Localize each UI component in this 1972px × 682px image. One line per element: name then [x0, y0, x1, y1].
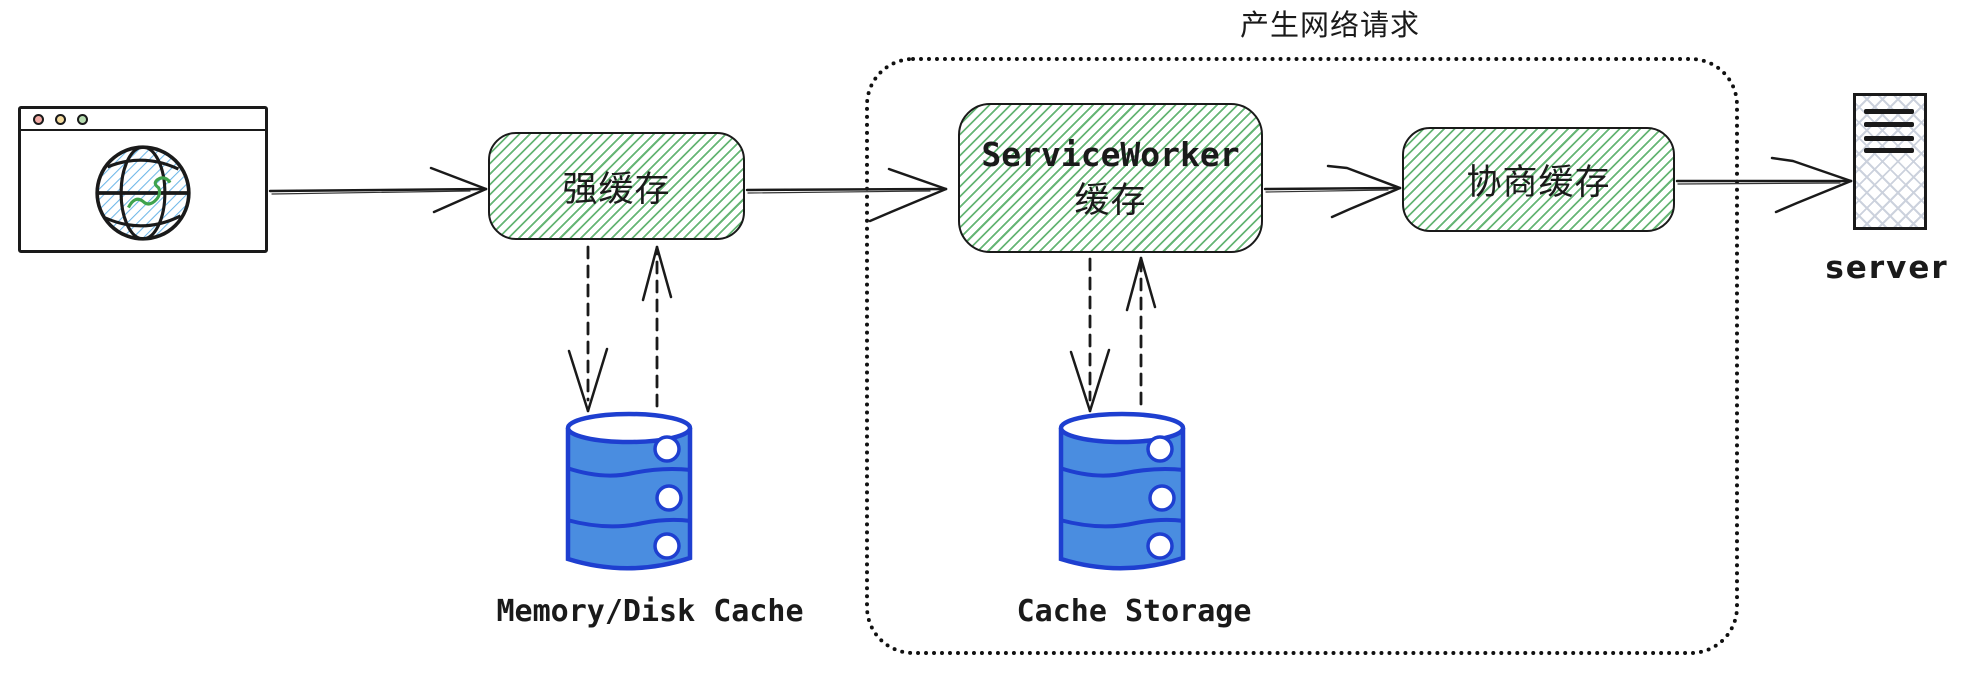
memory-disk-cache-label: Memory/Disk Cache: [496, 594, 804, 629]
server-label: server: [1825, 250, 1949, 286]
serviceworker-label-line2: 缓存: [1074, 181, 1147, 221]
server-slot-icon: [1864, 136, 1914, 141]
arrow-browser-to-strong-cache: [268, 166, 488, 214]
network-request-label: 产生网络请求: [1239, 8, 1420, 42]
window-dot-red-icon: [33, 113, 44, 125]
cache-storage-label: Cache Storage: [1016, 594, 1252, 629]
dashed-arrow-db-to-strong-cache: [641, 245, 673, 408]
window-dot-green-icon: [77, 113, 88, 125]
strong-cache-label: 强缓存: [562, 169, 671, 210]
window-dot-yellow-icon: [55, 113, 66, 125]
server-slot-icon: [1864, 148, 1914, 153]
negotiation-cache-label: 协商缓存: [1466, 163, 1611, 203]
globe-icon: [95, 145, 191, 241]
serviceworker-label-line1: ServiceWorker: [981, 135, 1240, 174]
node-serviceworker-cache: ServiceWorker 缓存: [958, 103, 1263, 253]
node-strong-cache: 强缓存: [488, 132, 745, 240]
server-slot-icon: [1864, 122, 1914, 127]
server-slot-icon: [1864, 109, 1914, 114]
server-icon: [1853, 93, 1927, 230]
node-negotiation-cache: 协商缓存: [1402, 127, 1675, 232]
database-icon-cache-storage: [1058, 411, 1186, 571]
database-icon-memory-disk: [565, 411, 693, 571]
browser-icon: [18, 106, 268, 253]
network-request-boundary: [865, 57, 1739, 655]
dashed-arrow-strong-cache-to-db: [567, 245, 609, 413]
browser-titlebar: [21, 109, 265, 131]
